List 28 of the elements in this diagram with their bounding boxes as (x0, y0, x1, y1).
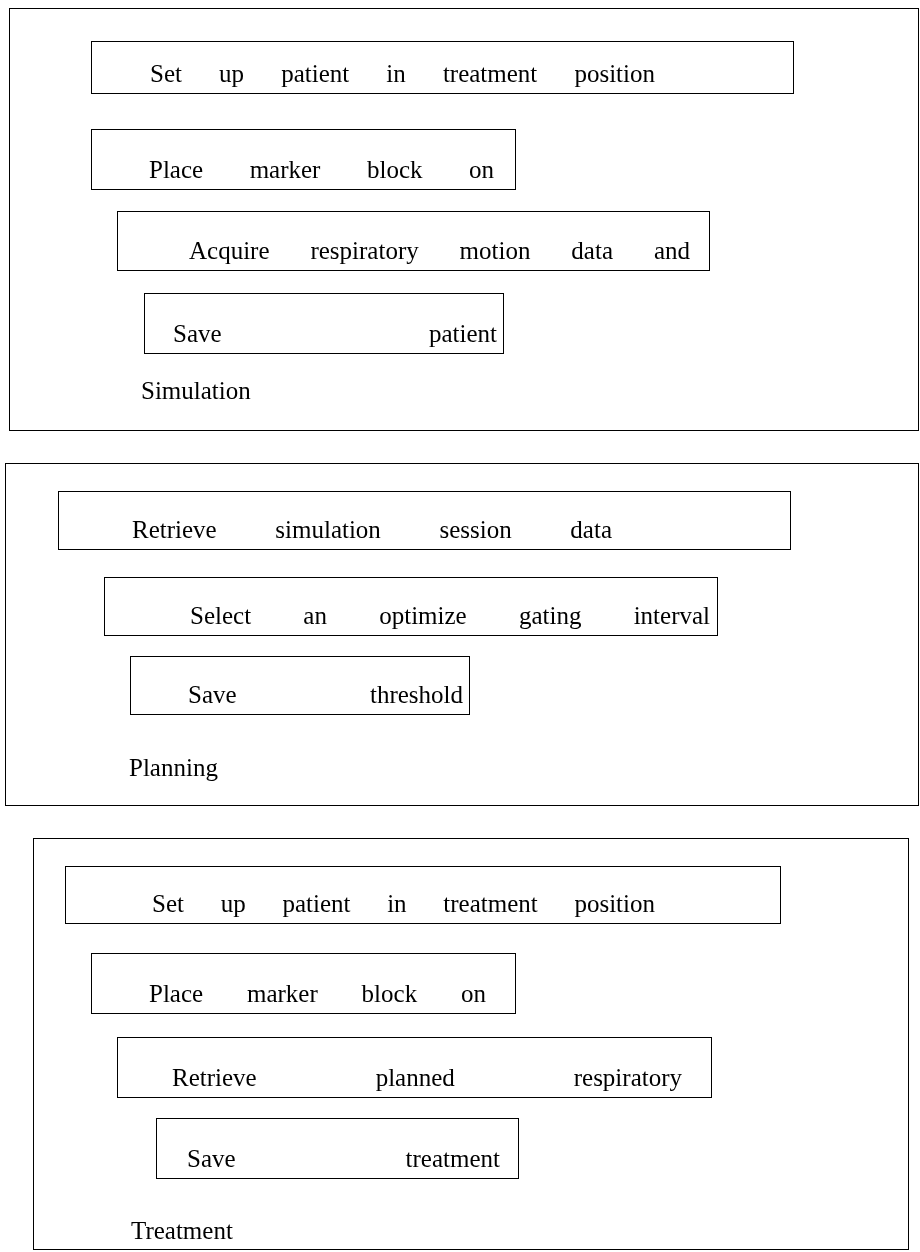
step-box (91, 953, 516, 1014)
step-text: Save patient (172, 320, 498, 349)
stage-panel (33, 838, 909, 1250)
stage-title: Treatment (131, 1217, 233, 1246)
stage-title: Simulation (141, 377, 251, 406)
stage-panel (9, 8, 919, 431)
step-box (58, 491, 791, 550)
step-text: Acquire respiratory motion data and (188, 237, 691, 266)
step-text: Place marker block on (148, 156, 495, 185)
stage-panel (5, 463, 919, 806)
step-box (117, 211, 710, 271)
stage-title: Planning (129, 754, 218, 783)
step-box (117, 1037, 712, 1098)
step-box (144, 293, 504, 354)
step-box (91, 129, 516, 190)
step-text: Set up patient in treatment position (149, 60, 656, 89)
step-box (104, 577, 718, 636)
step-text: Save threshold (187, 681, 464, 710)
step-text: Retrieve planned respiratory (171, 1064, 683, 1093)
step-text: Place marker block on (148, 980, 487, 1009)
step-box (91, 41, 794, 94)
step-box (156, 1118, 519, 1179)
step-text: Set up patient in treatment position (151, 890, 656, 919)
step-text: Select an optimize gating interval (189, 602, 711, 631)
step-box (65, 866, 781, 924)
step-box (130, 656, 470, 715)
step-text: Save treatment (186, 1145, 501, 1174)
step-text: Retrieve simulation session data (131, 516, 613, 545)
